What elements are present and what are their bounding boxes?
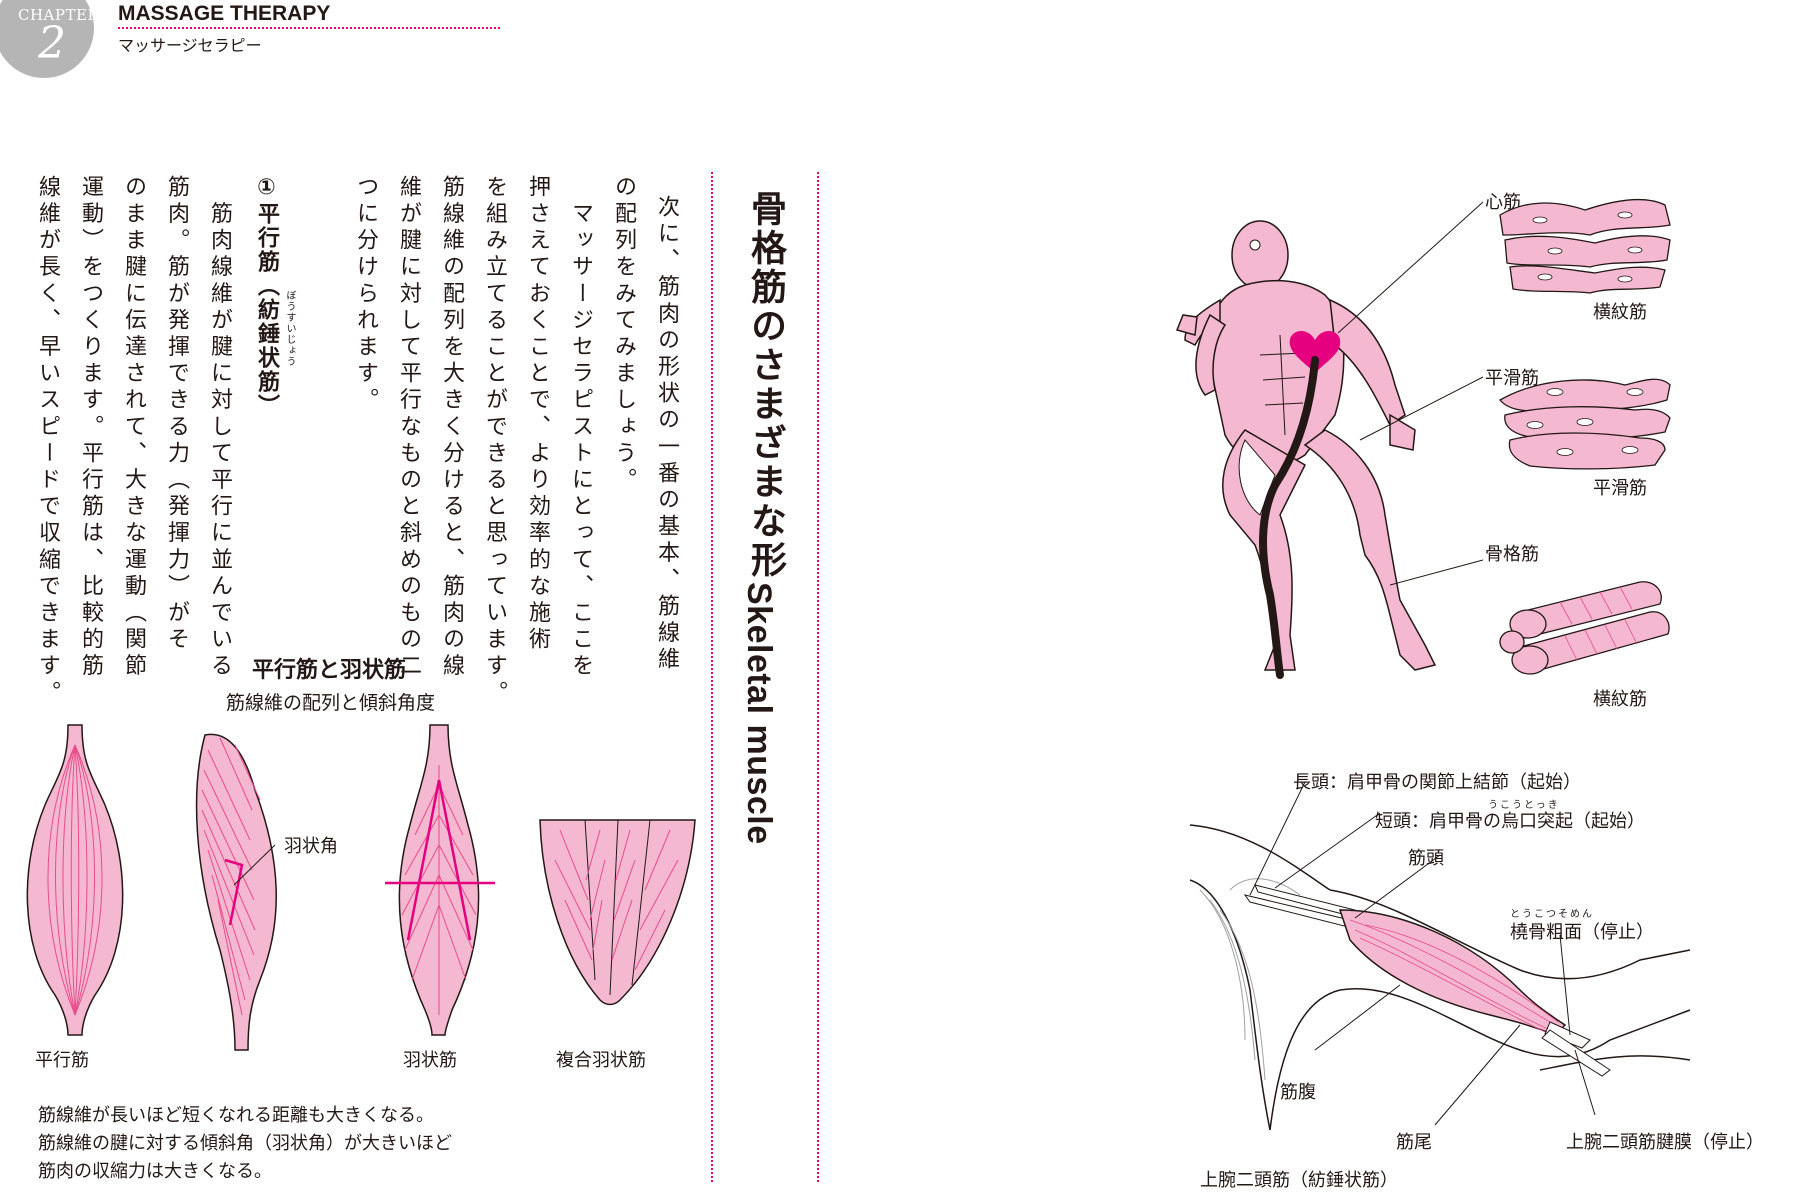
label-short-head-ruby: うこうとっき	[1488, 800, 1560, 811]
muscle-types-leader-lines	[1337, 201, 1484, 586]
label-smooth-2: 平滑筋	[1593, 478, 1647, 499]
section-line-2: 筋肉。筋が発揮できる力（発揮力）がそ	[164, 175, 189, 654]
fiber-note-3: 筋肉の収縮力は大きくなる。	[38, 1161, 272, 1182]
parallel-muscle-illustration	[26, 724, 124, 1036]
label-smooth: 平滑筋	[1485, 368, 1539, 389]
label-multipennate: 複合羽状筋	[556, 1050, 646, 1071]
right-divider	[817, 172, 819, 1182]
label-striated-2: 横紋筋	[1593, 689, 1647, 710]
label-radial-tuberosity: 橈骨粗面（停止）	[1510, 922, 1654, 943]
label-belly: 筋腹	[1280, 1082, 1316, 1103]
heading-en: Skeletal muscle	[740, 582, 778, 845]
chapter-number: 2	[38, 18, 66, 69]
running-subtitle: マッサージセラピー	[118, 36, 262, 55]
label-long-head: 長頭：肩甲骨の関節上結節（起始）	[1293, 772, 1581, 793]
section-line-3: のまま腱に伝達されて、大きな運動（関節	[121, 175, 146, 681]
label-short-head: 短頭：肩甲骨の烏口突起（起始）	[1375, 811, 1645, 832]
body-line-6: 筋線維の配列を大きく分けると、筋肉の線	[439, 175, 464, 681]
biceps-caption: 上腕二頭筋（紡錘状筋）	[1200, 1170, 1398, 1191]
body-line-5: を組み立てることができると思っています。	[482, 175, 507, 707]
left-divider	[711, 172, 713, 1182]
heading-ja: 骨格筋のさまざまな形	[745, 190, 786, 580]
bipennate-muscle-illustration	[385, 724, 495, 1036]
section-heading: ①平行筋（紡錘状筋）	[254, 175, 279, 418]
fiber-figure-title: 平行筋と羽状筋	[252, 658, 407, 683]
running-title: MASSAGE THERAPY	[118, 2, 331, 25]
body-line-4: 押さえておくことで、より効率的な施術	[525, 175, 550, 654]
header-rule	[118, 27, 500, 29]
smooth-muscle-tissue	[1499, 378, 1671, 470]
label-striated-1: 横紋筋	[1593, 302, 1647, 323]
cardiac-muscle-tissue	[1499, 198, 1671, 294]
body-line-2: の配列をみてみましょう。	[611, 175, 636, 495]
label-pennate: 羽状筋	[403, 1050, 457, 1071]
chapter-word: CHAPTER	[18, 6, 100, 24]
fiber-figure-subtitle: 筋線維の配列と傾斜角度	[226, 692, 436, 714]
label-pennation-angle: 羽状角	[284, 836, 338, 857]
section-line-1: 筋肉線維が腱に対して平行に並んでいる	[207, 175, 232, 681]
label-skeletal: 骨格筋	[1485, 544, 1539, 565]
body-line-8: つに分けられます。	[353, 175, 378, 415]
label-radial-ruby: とうこつそめん	[1510, 909, 1594, 920]
biceps-arm-illustration	[1189, 781, 1691, 1131]
section-line-4: 運動）をつくります。平行筋は、比較的筋	[78, 175, 103, 681]
label-parallel: 平行筋	[35, 1050, 89, 1071]
body-line-1: 次に、筋肉の形状の一番の基本、筋線維	[654, 195, 679, 674]
label-muscle-head: 筋頭	[1408, 848, 1444, 869]
body-line-3: マッサージセラピストにとって、ここを	[568, 175, 593, 681]
body-line-7: 維が腱に対して平行なものと斜めのもの二	[396, 175, 421, 681]
label-cardiac: 心筋	[1485, 192, 1521, 213]
label-tail: 筋尾	[1396, 1132, 1432, 1153]
pennate-muscle-illustration	[195, 733, 277, 1051]
section-line-5: 線維が長く、早いスピードで収縮できます。	[35, 175, 60, 707]
muscular-body-illustration	[1175, 220, 1437, 679]
label-aponeurosis: 上腕二頭筋腱膜（停止）	[1566, 1132, 1764, 1153]
fiber-note-1: 筋線維が長いほど短くなれる距離も大きくなる。	[38, 1105, 434, 1126]
section-ruby: ぼうすいじょう	[284, 290, 295, 367]
skeletal-muscle-tissue	[1499, 581, 1670, 675]
multipennate-muscle-illustration	[539, 819, 696, 1006]
fiber-note-2: 筋線維の腱に対する傾斜角（羽状角）が大きいほど	[38, 1133, 452, 1154]
